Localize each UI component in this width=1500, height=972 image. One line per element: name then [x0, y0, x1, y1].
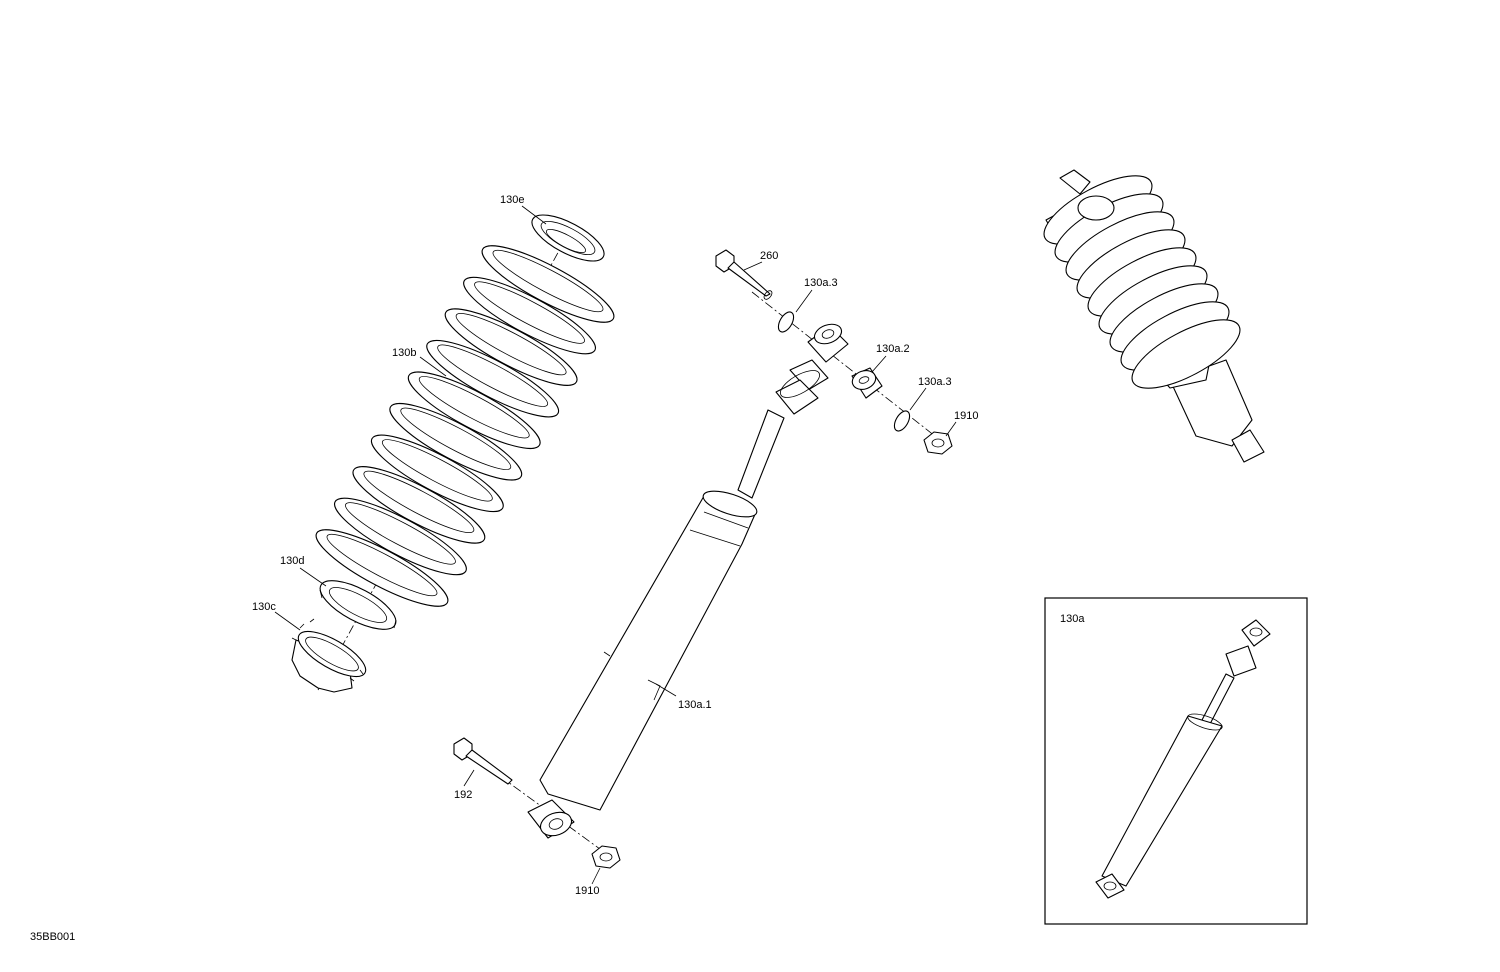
spring-coil-inner — [363, 470, 475, 533]
callout-upper-retaining-ring-right: 130a.3 — [918, 376, 952, 388]
shock-eyelet-top — [775, 323, 849, 415]
inset-shock-body — [1101, 715, 1223, 887]
spring-coil-inner — [455, 313, 567, 376]
coil-spring — [315, 245, 615, 607]
bushing — [851, 367, 883, 399]
inset-shock-top-eye — [1241, 619, 1271, 647]
inset-shock-bottom-eye — [1095, 873, 1125, 899]
inset-shock-collar — [1225, 645, 1257, 677]
inset-frame — [1044, 597, 1308, 925]
spring-coil-inner — [437, 344, 549, 407]
spring-coil-inner — [381, 439, 493, 502]
inset-label: 130a — [1060, 613, 1085, 625]
shock-absorber-exploded — [453, 249, 953, 869]
spring-coil-inner — [400, 407, 512, 470]
shock-eyelet-bottom — [527, 799, 575, 839]
spring-coil-inner — [418, 376, 530, 439]
spring-coil-inner — [492, 249, 604, 313]
spring-coil-inner — [326, 533, 438, 597]
spring-lower-seat — [319, 580, 397, 630]
leader-lines — [274, 205, 957, 885]
spring-assembly — [291, 214, 615, 693]
callout-shock-body: 130a.1 — [678, 699, 712, 711]
assembled-top-mount — [1077, 195, 1115, 221]
assembled-shock — [1043, 169, 1265, 463]
assembled-spring-coil — [1131, 319, 1241, 389]
callouts: 130e 130b 130d 130c 260 130a.3 130a.2 13… — [252, 194, 978, 897]
adjuster-ring — [291, 618, 367, 693]
callout-bushing: 130a.2 — [876, 343, 910, 355]
lower-nut — [591, 845, 621, 869]
callout-spring-lower-seat: 130d — [280, 555, 304, 567]
callout-adjuster-ring: 130c — [252, 601, 276, 613]
spring-coil-inner — [345, 502, 456, 565]
spring-coil-turn — [315, 529, 449, 607]
shock-body — [539, 490, 758, 811]
callout-lower-bolt: 192 — [454, 789, 472, 801]
callout-upper-nut: 1910 — [954, 410, 978, 422]
callout-upper-bolt: 260 — [760, 250, 778, 262]
callout-upper-retaining-ring-left: 130a.3 — [804, 277, 838, 289]
shock-shaft — [737, 409, 785, 499]
spring-upper-seat — [531, 214, 605, 262]
upper-retaining-ring-left — [777, 311, 795, 333]
callout-lower-nut: 1910 — [575, 885, 599, 897]
spring-coil-inner — [474, 281, 585, 344]
inset-130a: 130a — [1044, 597, 1308, 925]
lower-bolt — [453, 737, 513, 785]
callout-spring-upper-seat: 130e — [500, 194, 524, 206]
diagram-id: 35BB001 — [30, 931, 75, 943]
upper-retaining-ring-right — [893, 410, 911, 432]
upper-bolt — [715, 249, 773, 300]
callout-spring: 130b — [392, 347, 416, 359]
upper-nut — [923, 431, 953, 455]
